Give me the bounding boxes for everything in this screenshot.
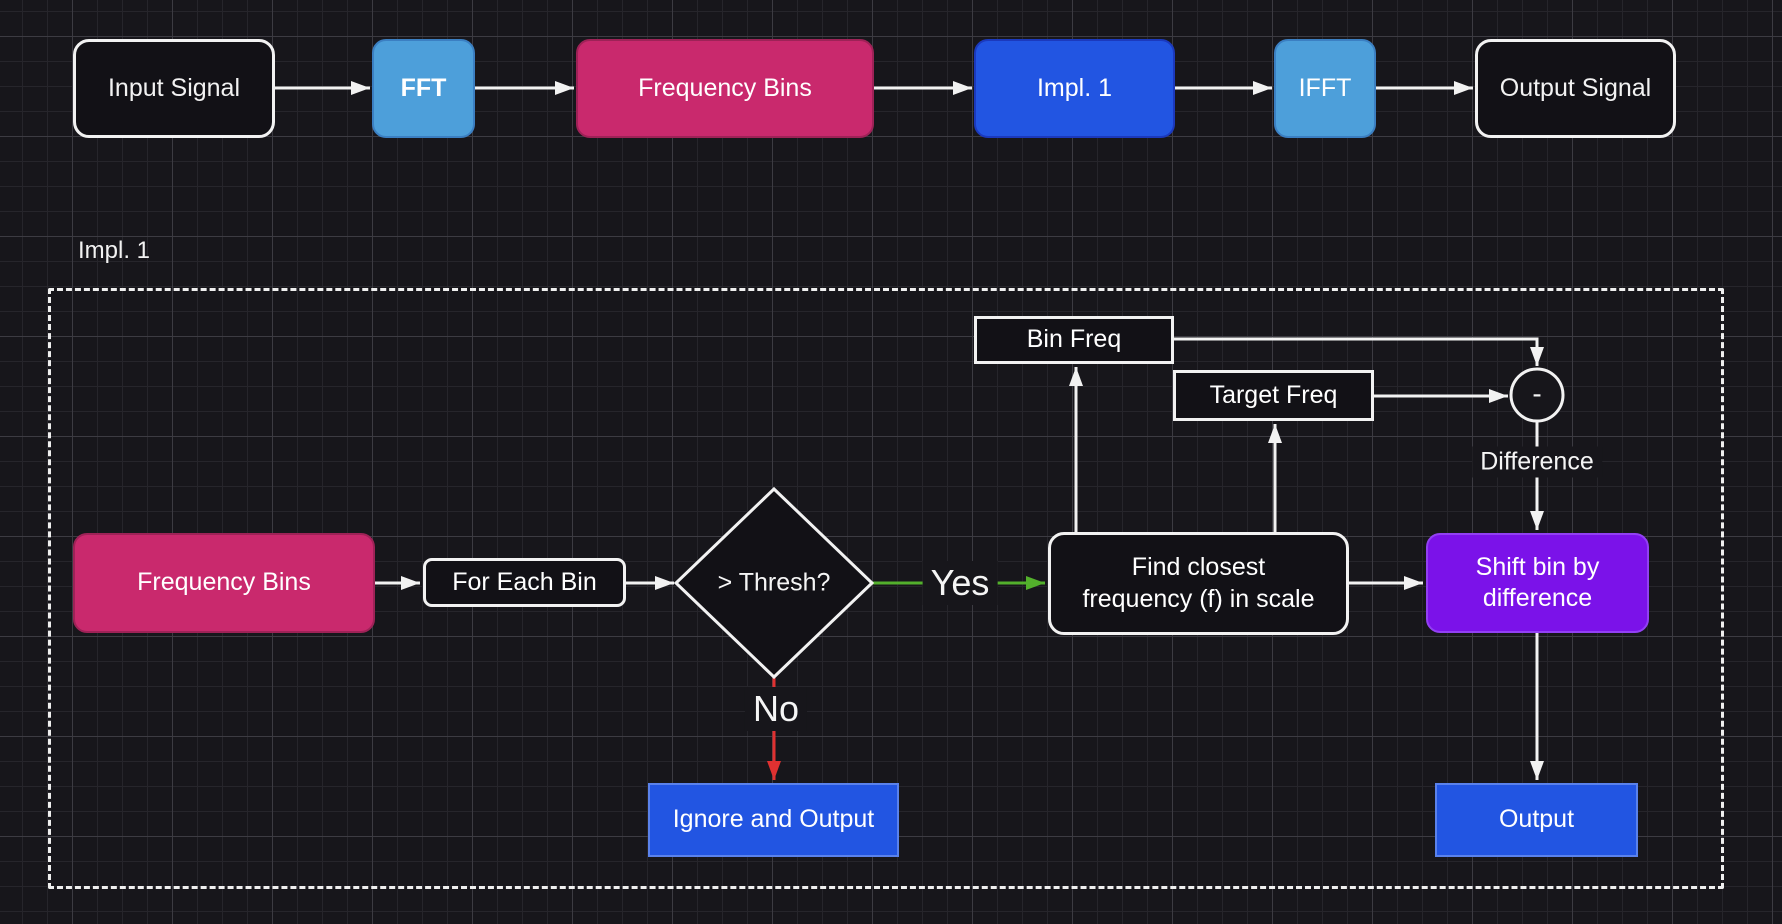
node-label: Input Signal xyxy=(107,73,241,102)
node-label-line2: frequency (f) in scale xyxy=(1082,584,1315,613)
impl-1-group-container[interactable] xyxy=(48,288,1724,889)
decision-threshold-label: > Thresh? xyxy=(717,568,831,597)
node-fft[interactable]: FFT xyxy=(372,39,475,138)
edge-label-no[interactable]: No xyxy=(744,687,808,731)
node-label-line1: Find closest xyxy=(1131,553,1266,582)
node-ifft[interactable]: IFFT xyxy=(1274,39,1376,138)
group-label-impl-1[interactable]: Impl. 1 xyxy=(78,237,151,264)
node-impl-1[interactable]: Impl. 1 xyxy=(974,39,1175,138)
node-bin-freq[interactable]: Bin Freq xyxy=(974,316,1174,364)
node-label: Ignore and Output xyxy=(672,805,875,834)
node-label: Output xyxy=(1498,805,1575,834)
node-label: Output Signal xyxy=(1499,73,1652,102)
node-frequency-bins[interactable]: Frequency Bins xyxy=(576,39,874,138)
node-label: Bin Freq xyxy=(1026,325,1122,354)
node-for-each-bin[interactable]: For Each Bin xyxy=(423,558,626,607)
node-find-closest-frequency[interactable]: Find closest frequency (f) in scale xyxy=(1048,532,1349,635)
node-label: For Each Bin xyxy=(452,567,597,596)
node-output[interactable]: Output xyxy=(1435,783,1638,857)
node-ignore-and-output[interactable]: Ignore and Output xyxy=(648,783,899,857)
node-label: Frequency Bins xyxy=(137,568,311,597)
minus-junction-shape[interactable] xyxy=(1509,367,1565,423)
node-label-line2: difference xyxy=(1482,584,1593,612)
node-output-signal[interactable]: Output Signal xyxy=(1475,39,1676,138)
node-frequency-bins-detail[interactable]: Frequency Bins xyxy=(73,533,375,633)
edge-label-yes[interactable]: Yes xyxy=(922,561,998,605)
node-target-freq[interactable]: Target Freq xyxy=(1173,370,1374,421)
node-shift-bin-by-difference[interactable]: Shift bin by difference xyxy=(1426,533,1649,633)
minus-junction-label: - xyxy=(1532,378,1542,409)
decision-threshold-shape[interactable] xyxy=(673,486,875,680)
node-label-line1: Shift bin by xyxy=(1475,552,1600,581)
node-label: IFFT xyxy=(1298,73,1352,102)
edge-label-difference[interactable]: Difference xyxy=(1472,446,1602,478)
node-label: Impl. 1 xyxy=(1036,73,1113,102)
node-label: Frequency Bins xyxy=(638,73,812,102)
node-label: Target Freq xyxy=(1209,380,1338,409)
node-label: FFT xyxy=(400,73,447,102)
edge-binfreq-to-minus[interactable] xyxy=(1174,337,1544,366)
node-input-signal[interactable]: Input Signal xyxy=(73,39,275,138)
